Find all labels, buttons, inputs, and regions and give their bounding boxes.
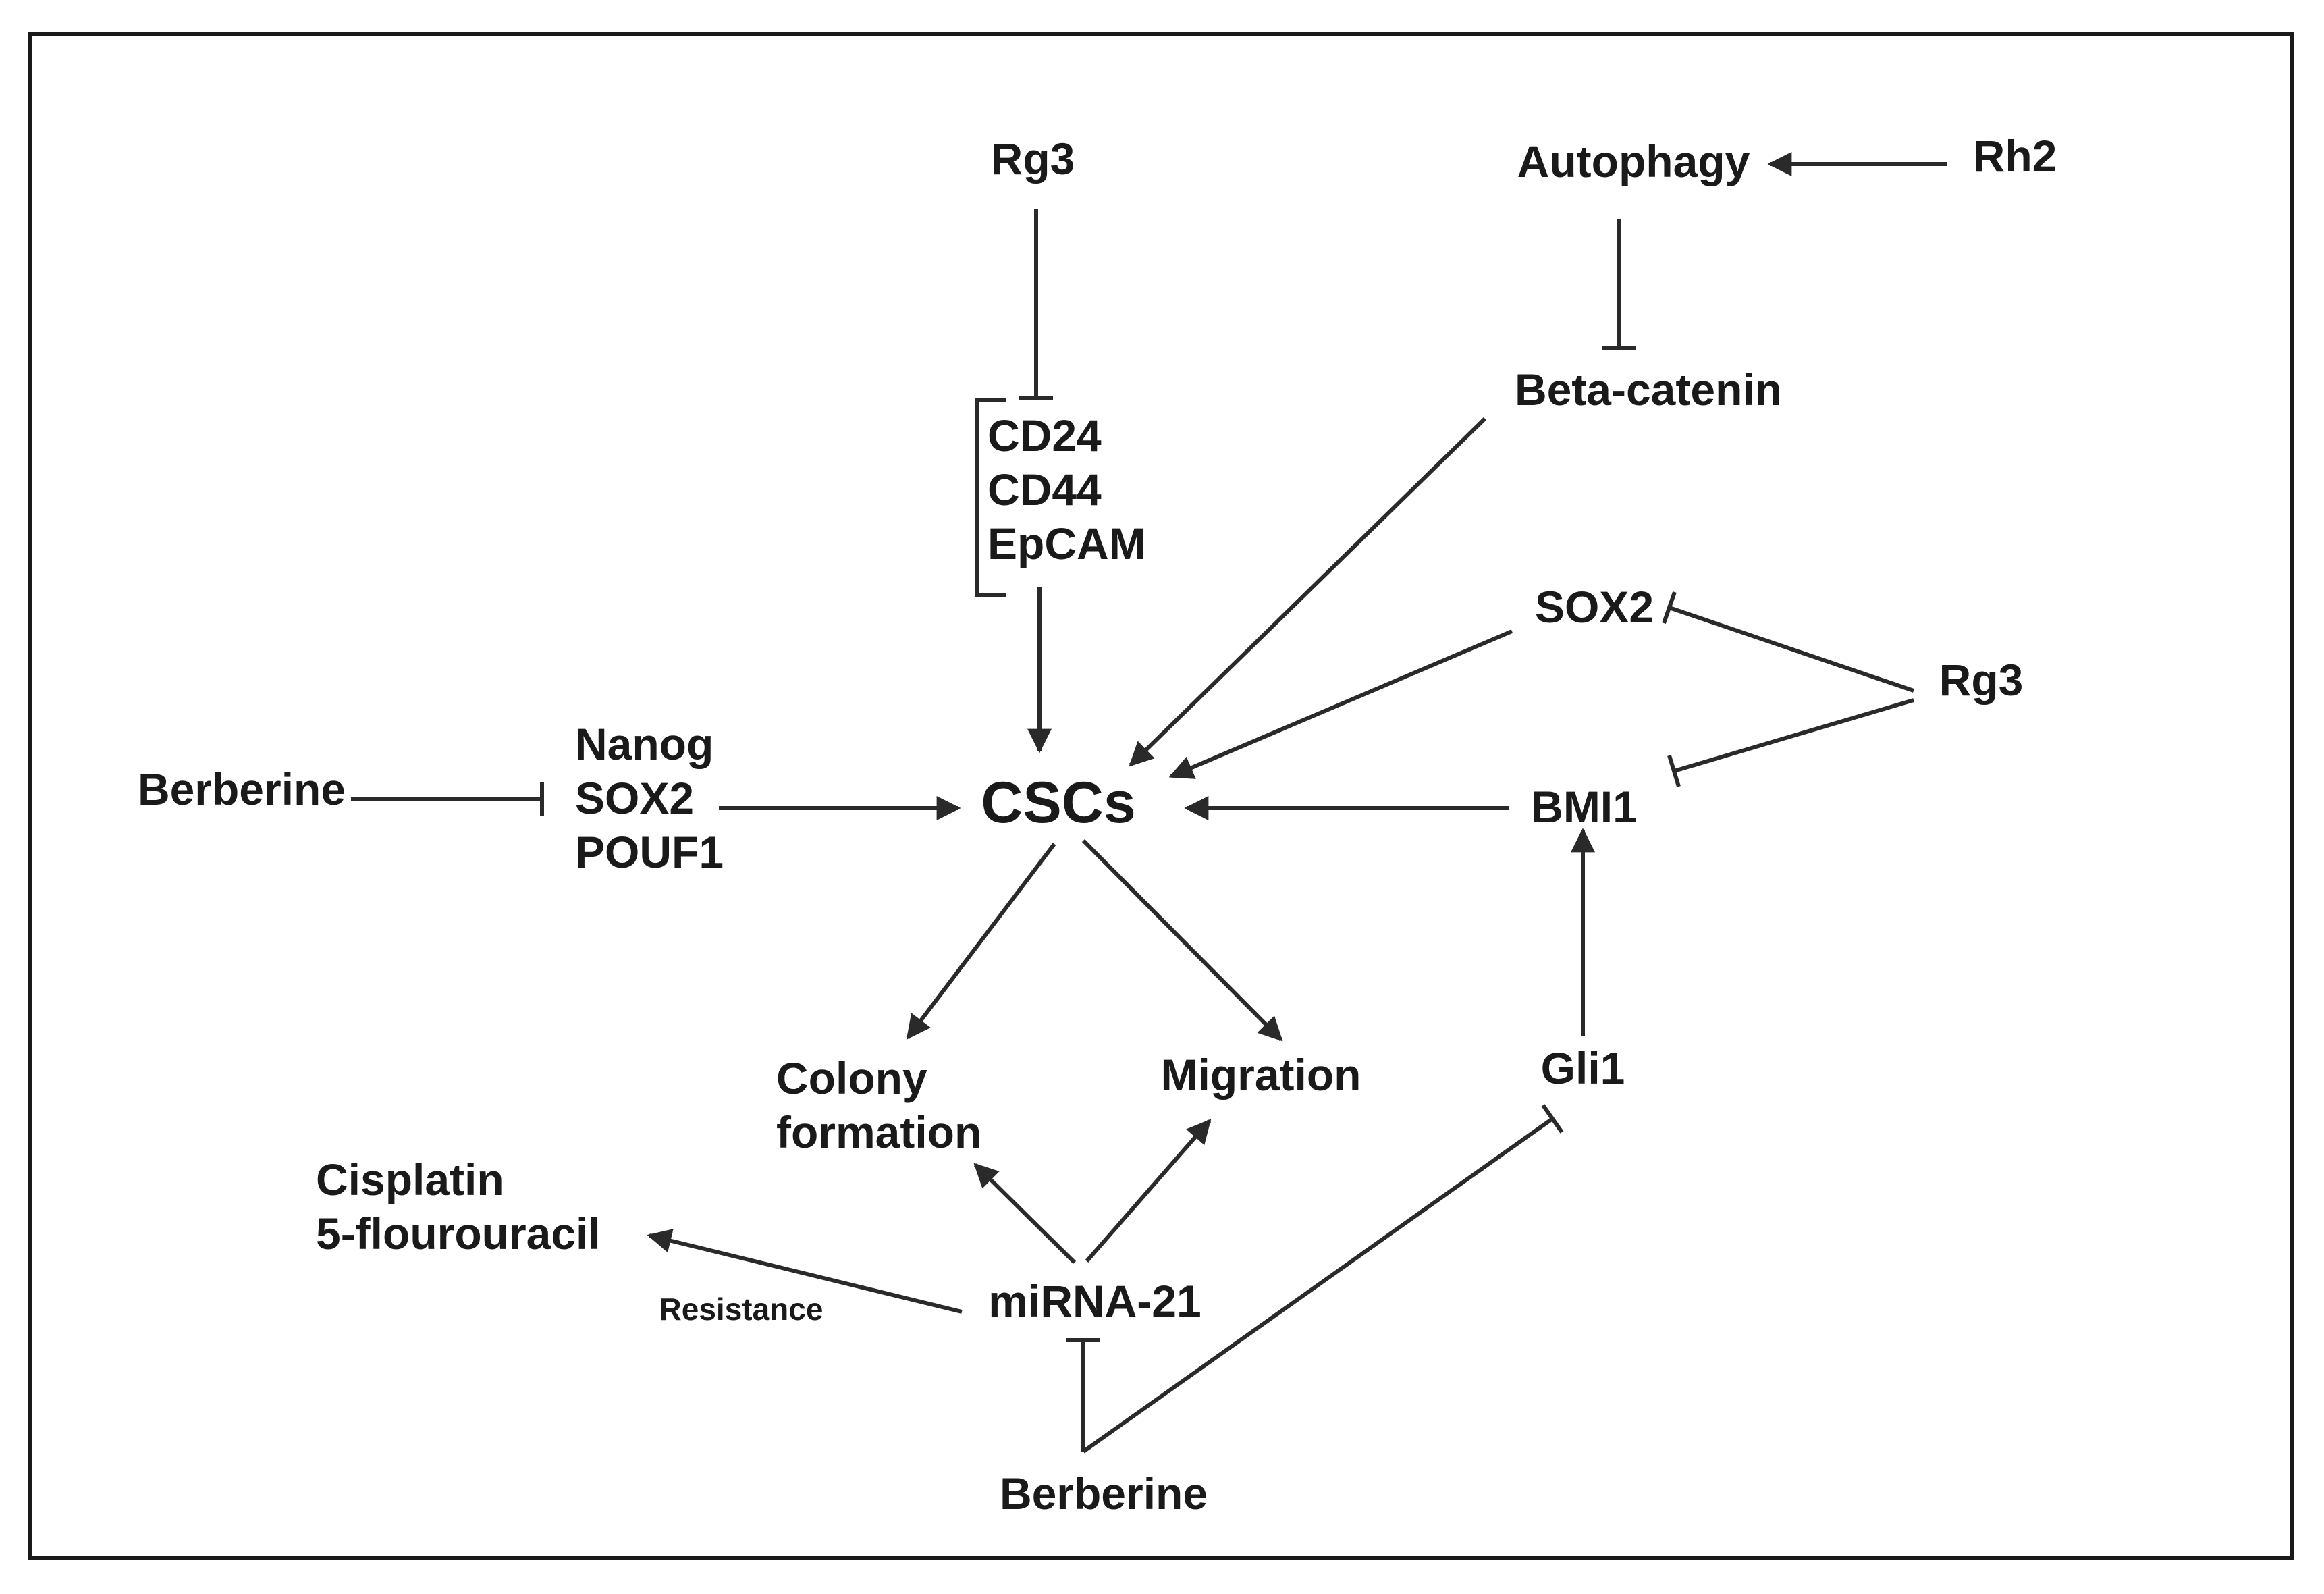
node-cisplatin: Cisplatin bbox=[316, 1154, 504, 1204]
node-cscs: CSCs bbox=[981, 770, 1135, 835]
edge-cscs-to-colony-formation bbox=[906, 843, 1056, 1040]
node-sox2-right: SOX2 bbox=[1535, 582, 1654, 632]
edge-mirna21-to-migration bbox=[1085, 1119, 1212, 1263]
node-colony-formation-line2: formation bbox=[776, 1107, 981, 1157]
markers-bracket bbox=[975, 398, 1006, 597]
node-beta-catenin: Beta-catenin bbox=[1515, 365, 1782, 415]
edge-rg3-inhibits-bmi1 bbox=[1667, 698, 1914, 787]
edge-cscs-to-migration bbox=[1081, 839, 1283, 1042]
edge-rg3-inhibits-markers bbox=[1019, 209, 1053, 400]
node-rg3-right: Rg3 bbox=[1939, 655, 2024, 705]
edge-mirna21-to-drugs bbox=[647, 1229, 963, 1314]
edge-berberine-inhibits-mirna21 bbox=[1066, 1338, 1100, 1452]
node-nanog: Nanog bbox=[575, 719, 713, 769]
node-marker-cd44: CD44 bbox=[988, 464, 1102, 514]
node-migration: Migration bbox=[1161, 1050, 1361, 1100]
diagram-frame bbox=[28, 32, 2294, 1560]
edge-rg3-inhibits-sox2 bbox=[1662, 591, 1914, 693]
node-gli1: Gli1 bbox=[1541, 1043, 1625, 1093]
node-rh2: Rh2 bbox=[1973, 131, 2057, 181]
node-colony-formation-line1: Colony bbox=[776, 1053, 927, 1103]
edge-label-resistance: Resistance bbox=[659, 1292, 823, 1327]
node-mirna21: miRNA-21 bbox=[988, 1276, 1201, 1326]
edge-autophagy-inhibits-beta-catenin bbox=[1602, 219, 1636, 350]
node-rg3-top: Rg3 bbox=[991, 134, 1075, 184]
node-pouf1: POUF1 bbox=[575, 827, 724, 877]
edge-beta-catenin-to-cscs bbox=[1129, 417, 1487, 767]
node-marker-epcam: EpCAM bbox=[988, 519, 1146, 568]
edge-berberine-inhibits-gli1 bbox=[1082, 1104, 1564, 1454]
node-autophagy: Autophagy bbox=[1517, 136, 1750, 186]
edge-sox2-to-cscs bbox=[1168, 629, 1513, 779]
edge-berberine-inhibits-tf-group bbox=[351, 782, 544, 816]
node-berberine-left: Berberine bbox=[138, 764, 346, 814]
node-marker-cd24: CD24 bbox=[988, 410, 1102, 460]
node-bmi1: BMI1 bbox=[1531, 782, 1638, 832]
node-berberine-bottom: Berberine bbox=[1000, 1468, 1208, 1518]
node-5-flourouracil: 5-flourouracil bbox=[316, 1208, 601, 1258]
edge-mirna21-to-colony-formation bbox=[973, 1163, 1077, 1265]
node-sox2-left: SOX2 bbox=[575, 773, 694, 823]
